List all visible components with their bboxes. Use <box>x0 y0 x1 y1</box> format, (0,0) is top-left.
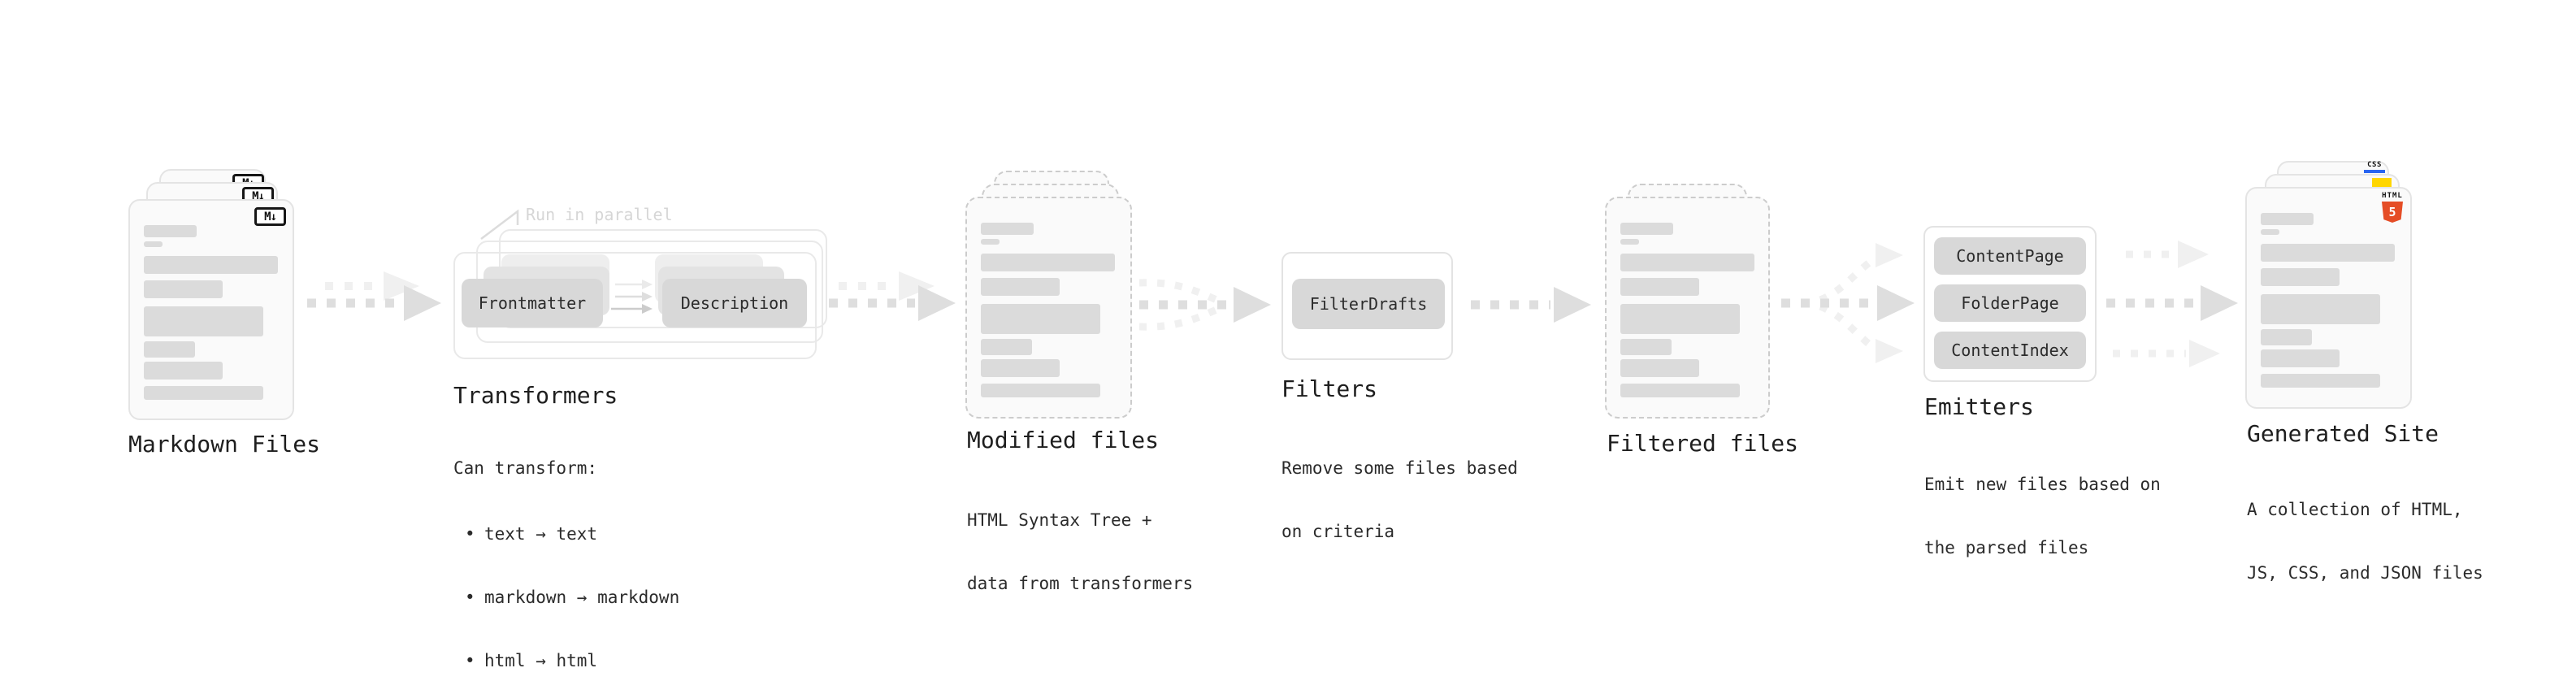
generated-site-caption: A collection of HTML, JS, CSS, and JSON … <box>2247 500 2483 583</box>
javascript-icon <box>2372 178 2392 187</box>
modified-files-label: Modified files <box>967 427 1160 453</box>
arrow-filters-to-filtered <box>1471 287 1591 323</box>
markdown-file-card <box>128 199 294 420</box>
transformers-caption: Can transform: •text → text •markdown → … <box>453 415 679 681</box>
folderpage-chip: FolderPage <box>1934 284 2086 322</box>
generated-file-card <box>2245 187 2412 409</box>
markdown-icon: M↓ <box>254 207 286 226</box>
transform-bullet: •text → text <box>465 524 598 544</box>
generated-site-label: Generated Site <box>2247 420 2439 447</box>
css-icon: CSS <box>2363 162 2386 173</box>
filtered-files-label: Filtered files <box>1607 430 1799 457</box>
filters-label: Filters <box>1281 375 1378 402</box>
html5-icon: HTML 5 <box>2380 193 2405 223</box>
frontmatter-chip: Frontmatter <box>462 279 603 327</box>
contentpage-chip: ContentPage <box>1934 237 2086 275</box>
transformers-frame <box>453 252 817 359</box>
emitters-caption: Emit new files based on the parsed files <box>1924 475 2161 557</box>
filterdrafts-chip: FilterDrafts <box>1292 279 1445 329</box>
transformers-caption-title: Can transform: <box>453 458 598 478</box>
parallel-note-callout <box>480 209 519 240</box>
transformers-label: Transformers <box>453 382 618 409</box>
transformer-step-arrows <box>611 280 653 314</box>
run-in-parallel-note: Run in parallel <box>526 205 673 224</box>
transform-bullet: •markdown → markdown <box>465 588 680 607</box>
emitters-label: Emitters <box>1924 393 2034 420</box>
arrows-emitters-to-generated <box>2106 241 2238 367</box>
description-chip: Description <box>662 279 807 327</box>
transform-bullet: •html → html <box>465 651 598 670</box>
modified-files-caption: HTML Syntax Tree + data from transformer… <box>967 510 1194 593</box>
arrow-modified-to-filters <box>1138 279 1271 331</box>
contentindex-chip: ContentIndex <box>1934 332 2086 369</box>
filters-caption: Remove some files based on criteria <box>1281 458 1518 541</box>
modified-file-card <box>965 197 1132 419</box>
filtered-file-card <box>1605 197 1770 419</box>
markdown-files-label: Markdown Files <box>128 431 321 458</box>
arrow-filtered-to-emitters <box>1781 243 1915 363</box>
arrow-transformers-to-modified <box>829 271 956 321</box>
arrow-markdown-to-transformers <box>307 271 441 321</box>
